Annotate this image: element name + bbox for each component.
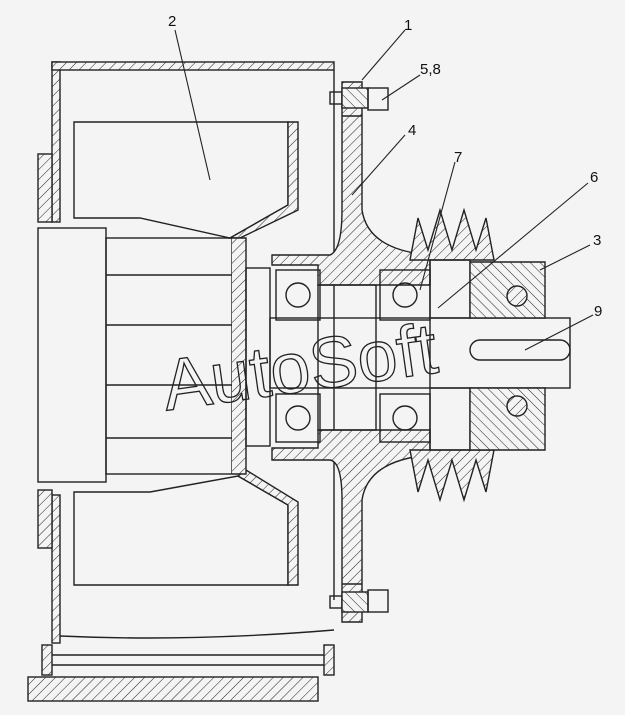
callout-2: 2 — [168, 13, 176, 30]
fan-shroud — [37, 61, 335, 644]
flange-bolt-bottom — [329, 583, 389, 613]
callout-4: 4 — [408, 122, 416, 139]
v-belt-pulley — [409, 207, 495, 503]
drive-shaft — [269, 317, 571, 389]
fan-blade-lower — [73, 469, 299, 586]
callout-7: 7 — [454, 149, 462, 166]
callout-6: 6 — [590, 169, 598, 186]
callout-5-8: 5,8 — [420, 61, 441, 78]
callout-3: 3 — [593, 232, 601, 249]
fan-blade-upper — [73, 121, 299, 239]
pulley-hub-flange — [469, 261, 546, 451]
callout-1: 1 — [404, 17, 412, 34]
callout-9: 9 — [594, 303, 602, 320]
leader-lines — [174, 29, 594, 351]
watermark: AutoSoft — [157, 309, 442, 427]
bearing-left-top — [275, 269, 321, 321]
flange-bolt-top — [329, 87, 389, 117]
mounting-base — [27, 644, 335, 702]
bearing-housing — [271, 81, 431, 623]
bearing-left-bottom — [275, 393, 321, 443]
